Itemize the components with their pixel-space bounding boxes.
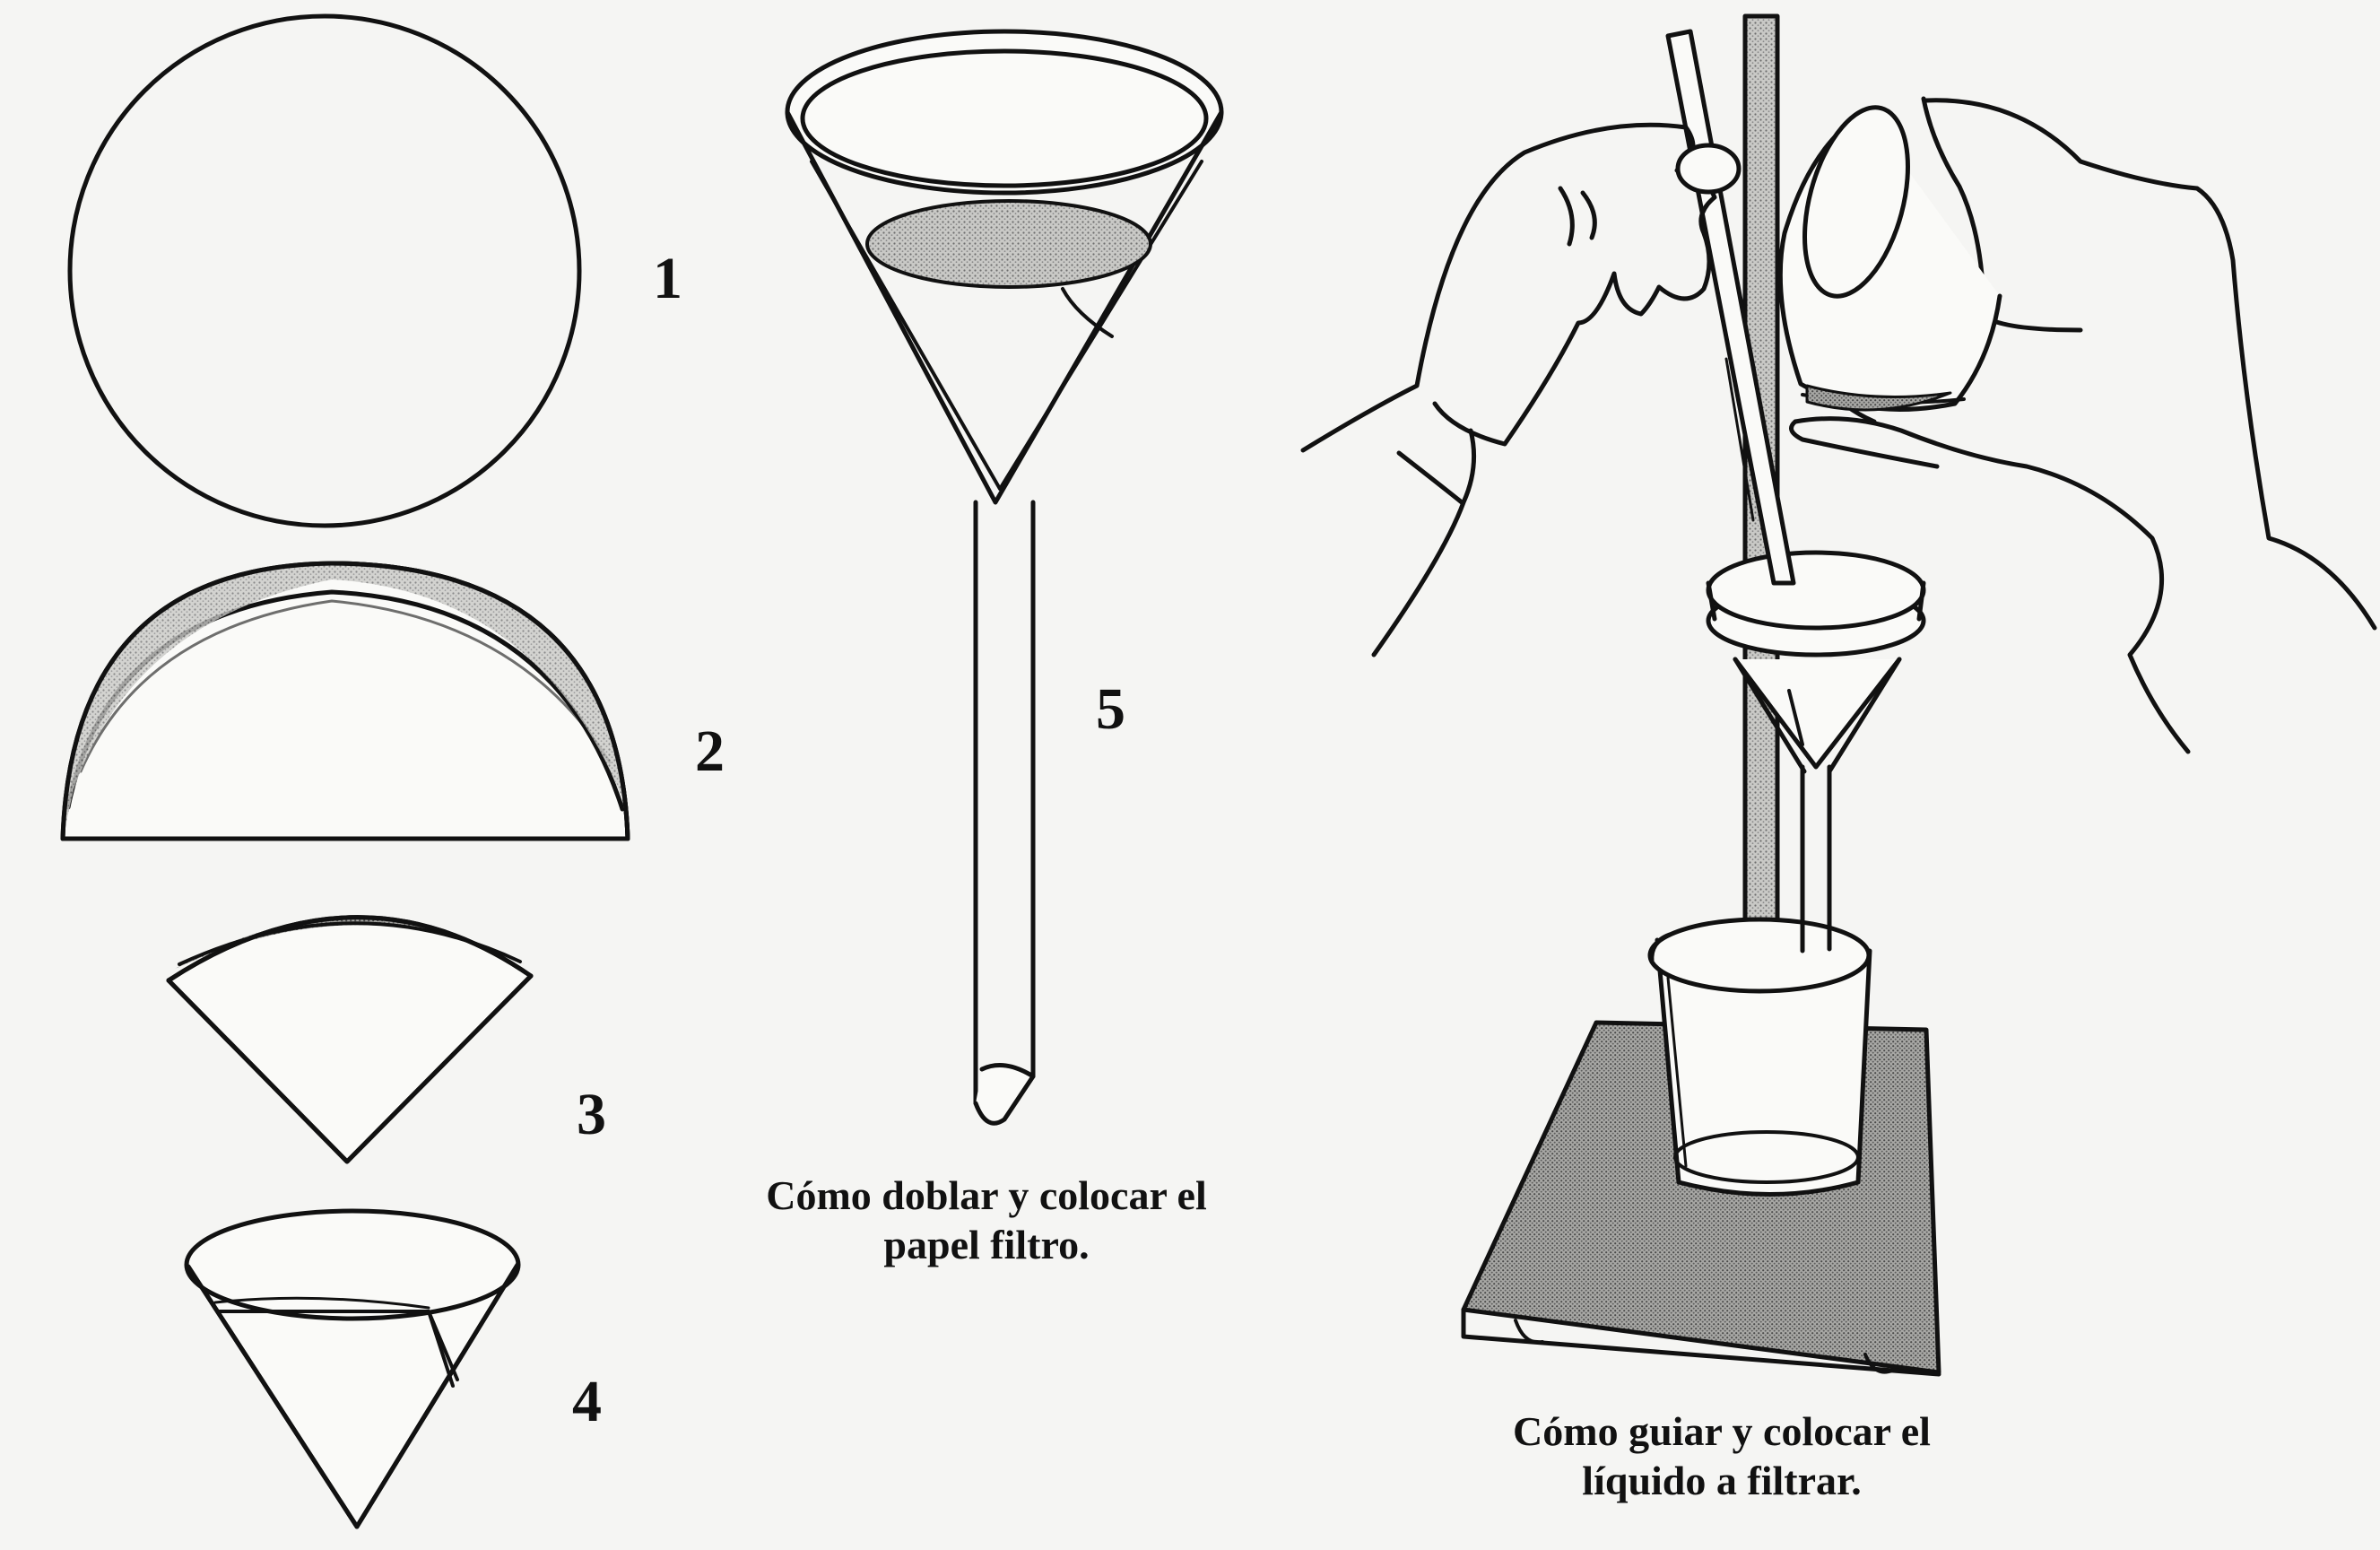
filter-paper-half-fold [63, 563, 628, 839]
step-label-2: 2 [695, 722, 725, 781]
funnel-with-filter [787, 31, 1221, 1123]
caption-pour-liquid: Cómo guiar y colocar el líquido a filtra… [1417, 1406, 2027, 1505]
step-label-1: 1 [653, 249, 682, 309]
beaker [1650, 919, 1870, 1195]
caption-pour-line1: Cómo guiar y colocar el [1417, 1406, 2027, 1456]
filter-paper-circle [70, 16, 579, 526]
filter-paper-quarter-fold [169, 918, 531, 1162]
caption-pour-line2: líquido a filtrar. [1417, 1456, 2027, 1505]
caption-fold-line1: Cómo doblar y colocar el [682, 1171, 1291, 1220]
pouring-beaker [1780, 96, 2000, 410]
caption-fold-line2: papel filtro. [682, 1220, 1291, 1269]
step-label-5: 5 [1096, 680, 1125, 739]
stand-funnel [1708, 553, 1924, 951]
step-label-4: 4 [572, 1372, 602, 1432]
step-label-3: 3 [577, 1085, 606, 1145]
left-hand [1303, 125, 1739, 655]
filter-paper-cone [187, 1211, 518, 1527]
caption-fold-paper: Cómo doblar y colocar el papel filtro. [682, 1171, 1291, 1269]
